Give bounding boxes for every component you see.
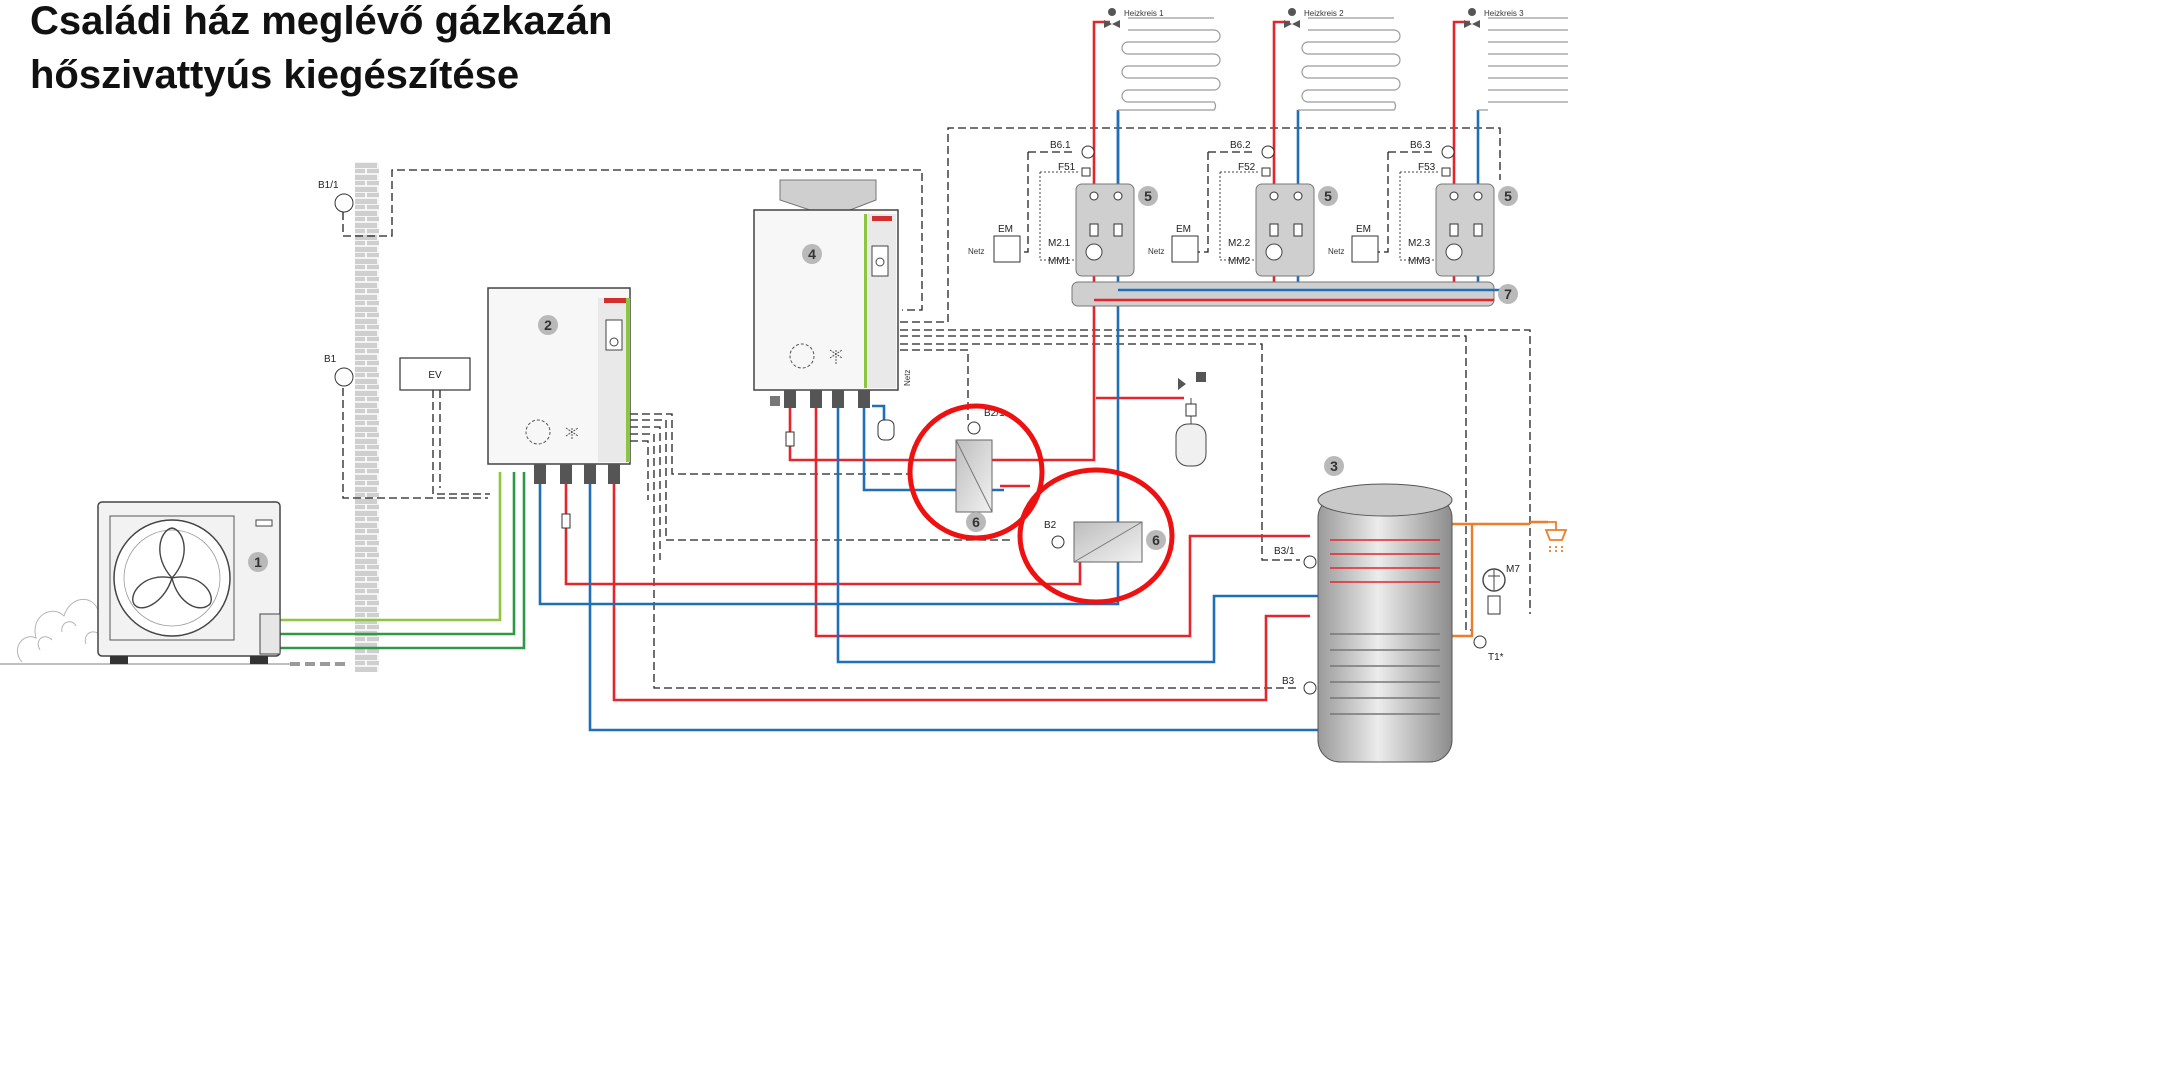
svg-text:EM: EM	[998, 224, 1013, 235]
svg-text:5: 5	[1504, 188, 1512, 204]
sensor-b1: B1	[324, 354, 354, 387]
svg-text:F53: F53	[1418, 162, 1436, 173]
svg-text:MM3: MM3	[1408, 256, 1431, 267]
title-line-2: hőszivattyús kiegészítése	[30, 53, 520, 97]
heating-circuit-3: Heizkreis 3 B6.3 F53 EM Netz M2.3 MM3 5	[1328, 8, 1568, 277]
heating-circuit-2: Heizkreis 2 B6.2 F52 EM Netz M2.2 MM2 5	[1148, 8, 1401, 277]
svg-text:B6.3: B6.3	[1410, 140, 1431, 151]
sensor-b3-label: B3	[1282, 676, 1295, 687]
highlight-circles	[907, 403, 1175, 605]
svg-text:Netz: Netz	[1148, 247, 1164, 256]
circuit-name: Heizkreis 2	[1304, 9, 1344, 18]
shower-icon	[1540, 521, 1568, 552]
title-line-1: Családi ház meglévő gázkazán	[30, 0, 613, 43]
expansion-vessel	[1175, 372, 1207, 467]
svg-text:F51: F51	[1058, 162, 1076, 173]
heating-circuit-1: Heizkreis 1 B6.1 F51 EM Netz M2.1 MM1 5	[968, 8, 1221, 277]
distributor-manifold: 7	[1071, 281, 1518, 307]
svg-text:B6.2: B6.2	[1230, 140, 1251, 151]
outdoor-heat-pump-unit: 1	[97, 501, 281, 664]
circulation-pump-m7: M7 T1*	[1473, 564, 1520, 663]
component-number-badge	[248, 552, 268, 572]
svg-text:B6.1: B6.1	[1050, 140, 1071, 151]
label-indoor-unit: 2	[544, 317, 552, 333]
svg-text:Netz: Netz	[1328, 247, 1344, 256]
label-gas-boiler: 4	[808, 246, 816, 262]
control-wiring	[342, 127, 1531, 689]
label-heat-exchanger-1: 6	[972, 514, 980, 530]
svg-text:B1: B1	[324, 354, 337, 365]
svg-text:M2.2: M2.2	[1228, 238, 1251, 249]
sensor-b2-label: B2	[1044, 520, 1057, 531]
label-storage-tank: 3	[1330, 458, 1338, 474]
plate-heat-exchanger-2: B2 6	[1044, 520, 1166, 563]
svg-text:Netz: Netz	[968, 247, 984, 256]
m7-label: M7	[1506, 564, 1520, 575]
sensor-b1-1: B1/1	[318, 180, 354, 213]
diagram-title: Családi ház meglévő gázkazán hőszivattyú…	[30, 0, 612, 102]
t1-label: T1*	[1488, 652, 1504, 663]
svg-text:EM: EM	[1356, 224, 1371, 235]
label-heat-exchanger-2: 6	[1152, 532, 1160, 548]
highlight-circle-heat-exchanger-1	[907, 403, 1045, 541]
svg-text:M2.1: M2.1	[1048, 238, 1071, 249]
house-wall	[355, 162, 379, 672]
plate-heat-exchanger-1: B2/1 6	[955, 408, 1005, 532]
ev-box: EV	[399, 357, 471, 391]
svg-text:5: 5	[1144, 188, 1152, 204]
label-distributor: 7	[1504, 286, 1512, 302]
svg-text:M2.3: M2.3	[1408, 238, 1431, 249]
circuit-name: Heizkreis 1	[1124, 9, 1164, 18]
hydraulic-schematic: 1 B1/1 B1 EV 2	[0, 8, 1568, 763]
svg-text:B1/1: B1/1	[318, 180, 339, 191]
sensor-b2-1-label: B2/1	[984, 408, 1005, 419]
heat-pump-indoor-unit: 2	[487, 287, 631, 529]
svg-text:F52: F52	[1238, 162, 1256, 173]
fine-wiring	[1039, 171, 1438, 261]
existing-gas-boiler: 4 Netz	[753, 179, 912, 447]
netz-label: Netz	[903, 370, 912, 386]
hot-water-storage-tank: 3 B3/1 B3	[1274, 456, 1453, 763]
svg-text:MM1: MM1	[1048, 256, 1071, 267]
label-outdoor-unit: 1	[254, 554, 262, 570]
sensor-b3-1-label: B3/1	[1274, 546, 1295, 557]
circuit-name: Heizkreis 3	[1484, 9, 1524, 18]
svg-text:MM2: MM2	[1228, 256, 1251, 267]
heat-pump-lines	[280, 472, 526, 650]
svg-text:EM: EM	[1176, 224, 1191, 235]
fan-icon	[132, 527, 212, 609]
highlight-circle-heat-exchanger-2	[1017, 467, 1175, 605]
svg-text:EV: EV	[428, 370, 442, 381]
svg-text:5: 5	[1324, 188, 1332, 204]
